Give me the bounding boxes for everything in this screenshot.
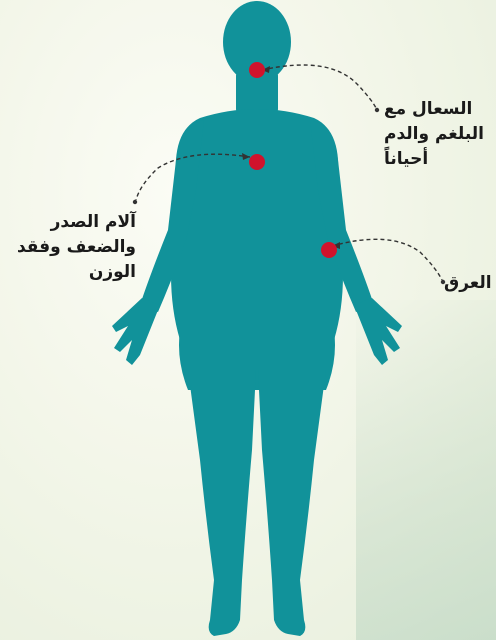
left-leg xyxy=(188,370,256,636)
left-hand xyxy=(112,298,160,365)
label-chest-line-3: الوزن xyxy=(4,260,136,285)
human-silhouette xyxy=(112,1,402,636)
connector-chest-end xyxy=(133,200,137,204)
marker-throat xyxy=(249,62,265,78)
label-sweat-line-1: العرق xyxy=(444,271,496,296)
right-leg xyxy=(258,370,326,636)
label-cough: السعال مع البلغم والدم أحياناً xyxy=(384,97,496,172)
label-cough-line-2: البلغم والدم xyxy=(384,122,496,147)
connector-cough-end xyxy=(375,108,379,112)
right-hand xyxy=(354,298,402,365)
label-chest-line-2: والضعف وفقد xyxy=(4,235,136,260)
label-chest: آلام الصدر والضعف وفقد الوزن xyxy=(4,210,136,285)
label-chest-line-1: آلام الصدر xyxy=(4,210,136,235)
marker-chest xyxy=(249,154,265,170)
label-cough-line-1: السعال مع xyxy=(384,97,496,122)
label-sweat: العرق xyxy=(444,271,496,296)
marker-arm xyxy=(321,242,337,258)
label-cough-line-3: أحياناً xyxy=(384,147,496,172)
